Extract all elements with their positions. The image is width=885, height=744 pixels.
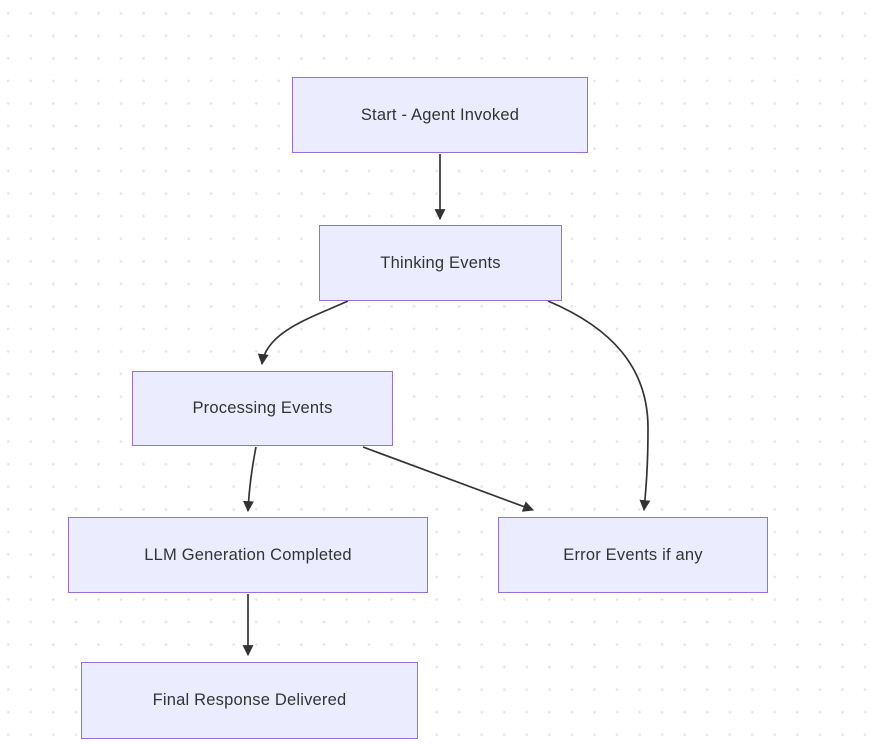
node-label: Error Events if any: [563, 545, 703, 564]
edge-thinking-to-error: [547, 300, 651, 512]
node-start-agent-invoked: Start - Agent Invoked: [292, 77, 588, 153]
edge-processing-to-error: [362, 446, 535, 512]
node-llm-generation-completed: LLM Generation Completed: [68, 517, 428, 593]
node-label: Thinking Events: [380, 253, 501, 272]
node-processing-events: Processing Events: [132, 371, 393, 446]
node-thinking-events: Thinking Events: [319, 225, 562, 301]
node-label: Final Response Delivered: [152, 691, 347, 709]
node-label: Processing Events: [192, 399, 333, 417]
node-final-response-delivered: Final Response Delivered: [81, 662, 418, 739]
edge-processing-to-llm: [242, 446, 257, 513]
node-error-events-if-any: Error Events if any: [498, 517, 768, 593]
node-label: LLM Generation Completed: [144, 545, 352, 564]
node-label: Start - Agent Invoked: [360, 105, 520, 124]
edge-thinking-to-processing: [257, 300, 349, 366]
